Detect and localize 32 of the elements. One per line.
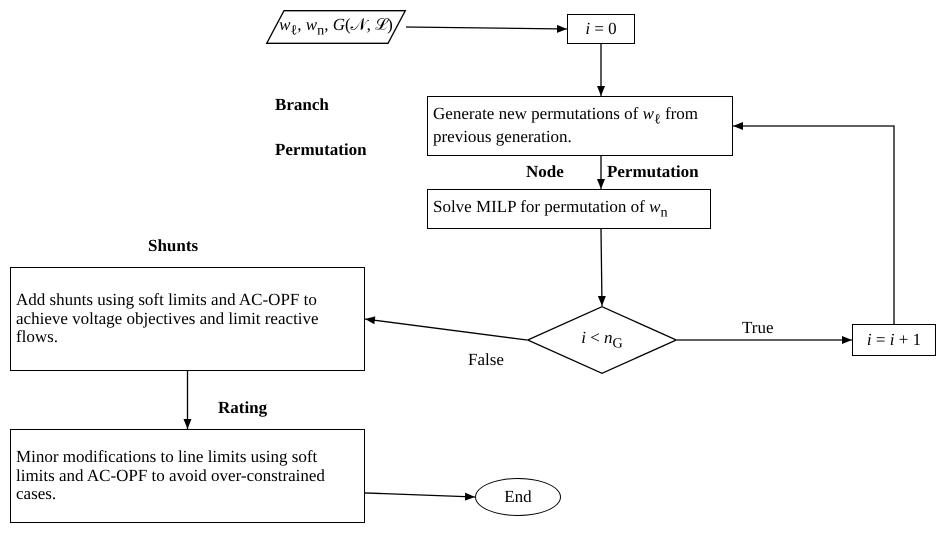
input-parallelogram: [266, 10, 406, 44]
arrow: [184, 371, 192, 429]
node-text: Generate new permutations of w$_{ℓ}$ from previous generation.: [433, 105, 700, 147]
arrow: [598, 229, 606, 306]
process-box: [567, 14, 635, 44]
process-box: [427, 189, 711, 229]
arrow: [364, 492, 476, 501]
section-heading: Shunts: [148, 236, 198, 256]
section-heading: Permutation: [275, 140, 367, 160]
process-box: [10, 267, 365, 371]
arrow: [406, 24, 567, 33]
arrow: [733, 122, 895, 324]
arrow: [597, 156, 605, 189]
node-text: i = i + 1: [866, 330, 922, 350]
process-box: [852, 324, 936, 356]
node-text: i = 0: [585, 20, 617, 38]
decision-diamond: [527, 306, 677, 374]
arrow: [677, 336, 852, 344]
process-box: [427, 96, 733, 156]
node-text: Solve MILP for permutation of w$_{n}$: [433, 198, 668, 220]
process-box: [10, 429, 365, 523]
section-heading: Rating: [218, 398, 268, 418]
section-heading: Node: [526, 162, 564, 182]
node-text: Add shunts using soft limits and AC-OPF to achieve voltage objectives and limit reactive flows.: [16, 290, 320, 348]
node-text: i < n$_{G}$: [581, 328, 623, 352]
section-heading: Branch: [275, 95, 329, 115]
arrow: [597, 44, 605, 96]
node-text: Minor modifications to line limits using soft limits and AC-OPF to avoid over-constrained cases.: [16, 448, 326, 504]
arrow: [364, 316, 528, 341]
node-text: End: [504, 488, 532, 506]
section-heading: Permutation: [607, 162, 699, 182]
node-text: w$_{ℓ}$, w$_{n}$, G(𝒩, ℒ): [279, 16, 393, 38]
